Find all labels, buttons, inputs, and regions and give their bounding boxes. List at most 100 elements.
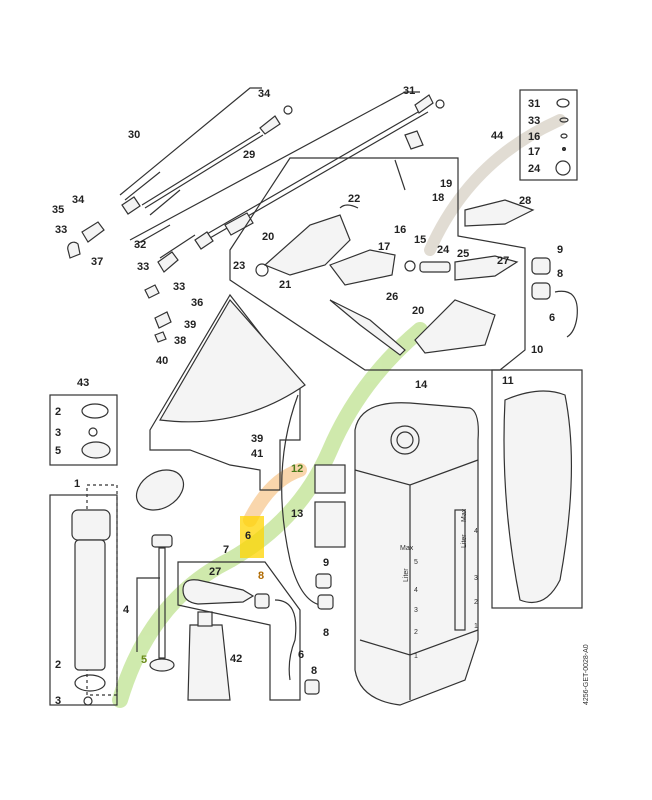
svg-text:24: 24 — [437, 244, 450, 256]
svg-text:21: 21 — [279, 279, 291, 291]
svg-text:6: 6 — [245, 530, 251, 542]
svg-text:41: 41 — [251, 448, 263, 460]
svg-text:6: 6 — [298, 649, 304, 661]
svg-text:4: 4 — [474, 528, 478, 535]
svg-text:30: 30 — [128, 129, 140, 141]
highlight-marker — [240, 516, 264, 558]
svg-text:3: 3 — [414, 607, 418, 614]
svg-text:1: 1 — [414, 653, 418, 660]
svg-text:5: 5 — [141, 654, 147, 666]
svg-text:34: 34 — [258, 88, 271, 100]
tank — [354, 402, 479, 706]
svg-text:26: 26 — [386, 291, 398, 303]
svg-text:16: 16 — [528, 131, 540, 143]
svg-text:2: 2 — [414, 629, 418, 636]
kit-43-box — [49, 394, 118, 466]
svg-text:3: 3 — [474, 575, 478, 582]
grease-tube-42 — [187, 624, 231, 701]
svg-text:16: 16 — [394, 224, 406, 236]
svg-text:1: 1 — [74, 478, 80, 490]
spray-wand-30 — [67, 87, 293, 259]
hose-box-7 — [177, 561, 301, 701]
cover-40-box — [149, 293, 301, 491]
svg-text:7: 7 — [223, 544, 229, 556]
svg-text:14: 14 — [415, 379, 428, 391]
svg-text:39: 39 — [184, 319, 196, 331]
svg-text:11: 11 — [502, 375, 514, 387]
watermark — [112, 114, 566, 708]
svg-text:36: 36 — [191, 297, 203, 309]
kit-44-box — [519, 89, 578, 181]
svg-text:42: 42 — [230, 653, 242, 665]
svg-text:2: 2 — [55, 406, 61, 418]
svg-text:12: 12 — [291, 463, 303, 475]
svg-text:8: 8 — [258, 570, 264, 582]
svg-text:28: 28 — [519, 195, 531, 207]
svg-text:18: 18 — [432, 192, 444, 204]
warning-label-12 — [314, 464, 346, 494]
svg-text:Liter: Liter — [403, 568, 410, 582]
part-labels: 34 31 30 29 34 35 33 37 22 19 18 16 17 1… — [52, 85, 563, 707]
svg-text:33: 33 — [137, 261, 149, 273]
svg-text:24: 24 — [528, 163, 541, 175]
svg-text:20: 20 — [412, 305, 424, 317]
svg-text:2: 2 — [474, 599, 478, 606]
svg-text:9: 9 — [557, 244, 563, 256]
svg-text:33: 33 — [55, 224, 67, 236]
pump-handle — [135, 469, 185, 511]
spray-wand-29 — [129, 91, 445, 343]
svg-text:39: 39 — [251, 433, 263, 445]
svg-text:25: 25 — [457, 248, 469, 260]
drawing-code: 4256-GET-0028-A0 — [583, 644, 590, 705]
strap-box-10 — [491, 369, 583, 609]
fittings-8-9 — [531, 257, 578, 338]
svg-text:19: 19 — [440, 178, 452, 190]
handle-assembly-14 — [229, 130, 535, 371]
svg-text:15: 15 — [414, 234, 426, 246]
svg-text:8: 8 — [323, 627, 329, 639]
svg-text:3: 3 — [55, 695, 61, 707]
svg-text:4: 4 — [123, 604, 130, 616]
svg-text:4: 4 — [414, 587, 418, 594]
svg-text:33: 33 — [528, 115, 540, 127]
svg-text:8: 8 — [311, 665, 317, 677]
svg-text:2: 2 — [55, 659, 61, 671]
carrying-strap — [503, 390, 573, 604]
svg-text:Max: Max — [400, 545, 414, 552]
svg-text:Liter: Liter — [461, 534, 468, 548]
svg-text:8: 8 — [557, 268, 563, 280]
svg-text:1: 1 — [474, 623, 478, 630]
svg-text:17: 17 — [378, 241, 390, 253]
cover-40 — [159, 298, 306, 423]
svg-text:13: 13 — [291, 508, 303, 520]
svg-text:6: 6 — [549, 312, 555, 324]
svg-text:32: 32 — [134, 239, 146, 251]
svg-text:31: 31 — [403, 85, 415, 97]
svg-text:37: 37 — [91, 256, 103, 268]
svg-text:27: 27 — [497, 255, 509, 267]
svg-text:5: 5 — [414, 559, 418, 566]
svg-text:23: 23 — [233, 260, 245, 272]
svg-text:20: 20 — [262, 231, 274, 243]
svg-text:10: 10 — [531, 344, 543, 356]
svg-text:29: 29 — [243, 149, 255, 161]
svg-text:40: 40 — [156, 355, 168, 367]
svg-text:38: 38 — [174, 335, 186, 347]
svg-text:35: 35 — [52, 204, 64, 216]
svg-text:34: 34 — [72, 194, 85, 206]
svg-text:22: 22 — [348, 193, 360, 205]
svg-text:3: 3 — [55, 427, 61, 439]
svg-text:9: 9 — [323, 557, 329, 569]
svg-text:33: 33 — [173, 281, 185, 293]
gauge-left: Max Liter 5 4 3 2 1 — [400, 545, 418, 660]
gauge-right: Max Liter 4 3 2 1 — [461, 508, 478, 630]
warning-label-13 — [314, 501, 346, 548]
svg-text:27: 27 — [209, 566, 221, 578]
svg-text:5: 5 — [55, 445, 61, 457]
svg-text:44: 44 — [491, 130, 504, 142]
svg-text:Max: Max — [461, 508, 468, 522]
svg-text:43: 43 — [77, 377, 89, 389]
svg-text:17: 17 — [528, 146, 540, 158]
svg-text:31: 31 — [528, 98, 540, 110]
